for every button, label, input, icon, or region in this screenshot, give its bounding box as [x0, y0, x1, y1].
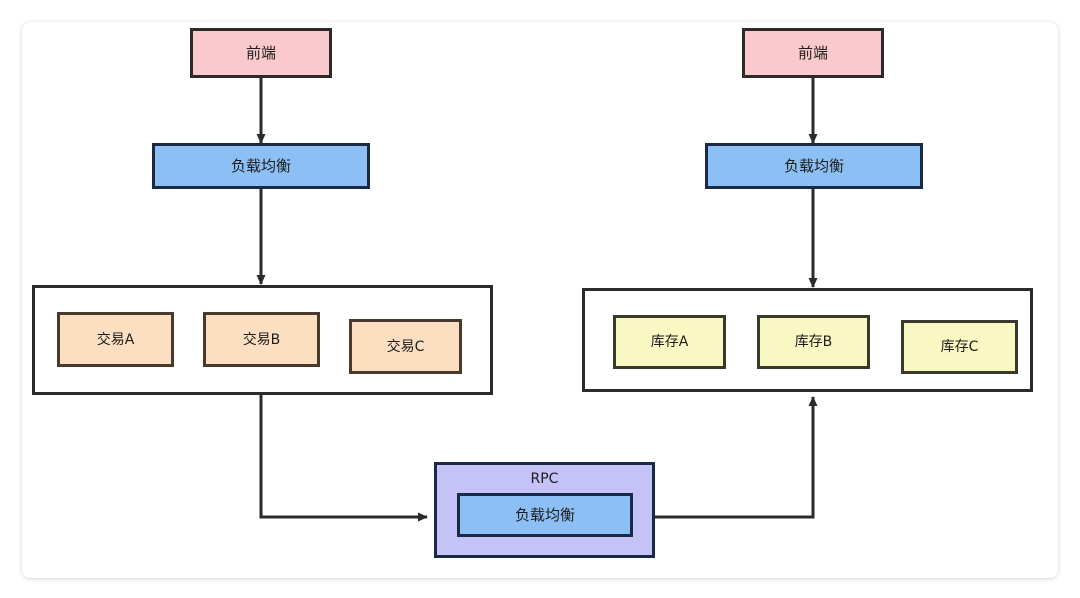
edge-trade-group-to-rpc	[259, 395, 428, 522]
node-trade-b[interactable]: 交易B	[203, 312, 320, 367]
edge-rpc-to-stock-group	[655, 396, 818, 519]
node-label: 负载均衡	[783, 156, 844, 175]
node-rpc-container[interactable]: RPC 负载均衡	[434, 462, 655, 558]
node-label: 前端	[245, 43, 276, 62]
node-trade-c[interactable]: 交易C	[349, 319, 462, 374]
node-load-balancer-left[interactable]: 负载均衡	[152, 143, 370, 189]
node-label: 库存C	[940, 339, 979, 355]
node-label: 交易C	[386, 338, 425, 355]
node-rpc-load-balancer[interactable]: 负载均衡	[457, 493, 633, 537]
node-frontend-right[interactable]: 前端	[742, 28, 884, 78]
node-label: 库存B	[794, 334, 833, 350]
node-label: 库存A	[650, 334, 689, 350]
node-stock-c[interactable]: 库存C	[901, 320, 1018, 374]
node-label: 交易B	[242, 331, 281, 348]
node-label: 负载均衡	[514, 505, 575, 524]
node-label: 负载均衡	[230, 156, 291, 175]
rpc-title: RPC	[530, 471, 559, 487]
node-label: 前端	[797, 43, 828, 62]
node-load-balancer-right[interactable]: 负载均衡	[705, 143, 923, 189]
node-label: 交易A	[96, 331, 135, 348]
node-stock-b[interactable]: 库存B	[757, 315, 870, 369]
node-trade-a[interactable]: 交易A	[57, 312, 174, 367]
node-frontend-left[interactable]: 前端	[190, 28, 332, 78]
node-stock-a[interactable]: 库存A	[613, 315, 726, 369]
